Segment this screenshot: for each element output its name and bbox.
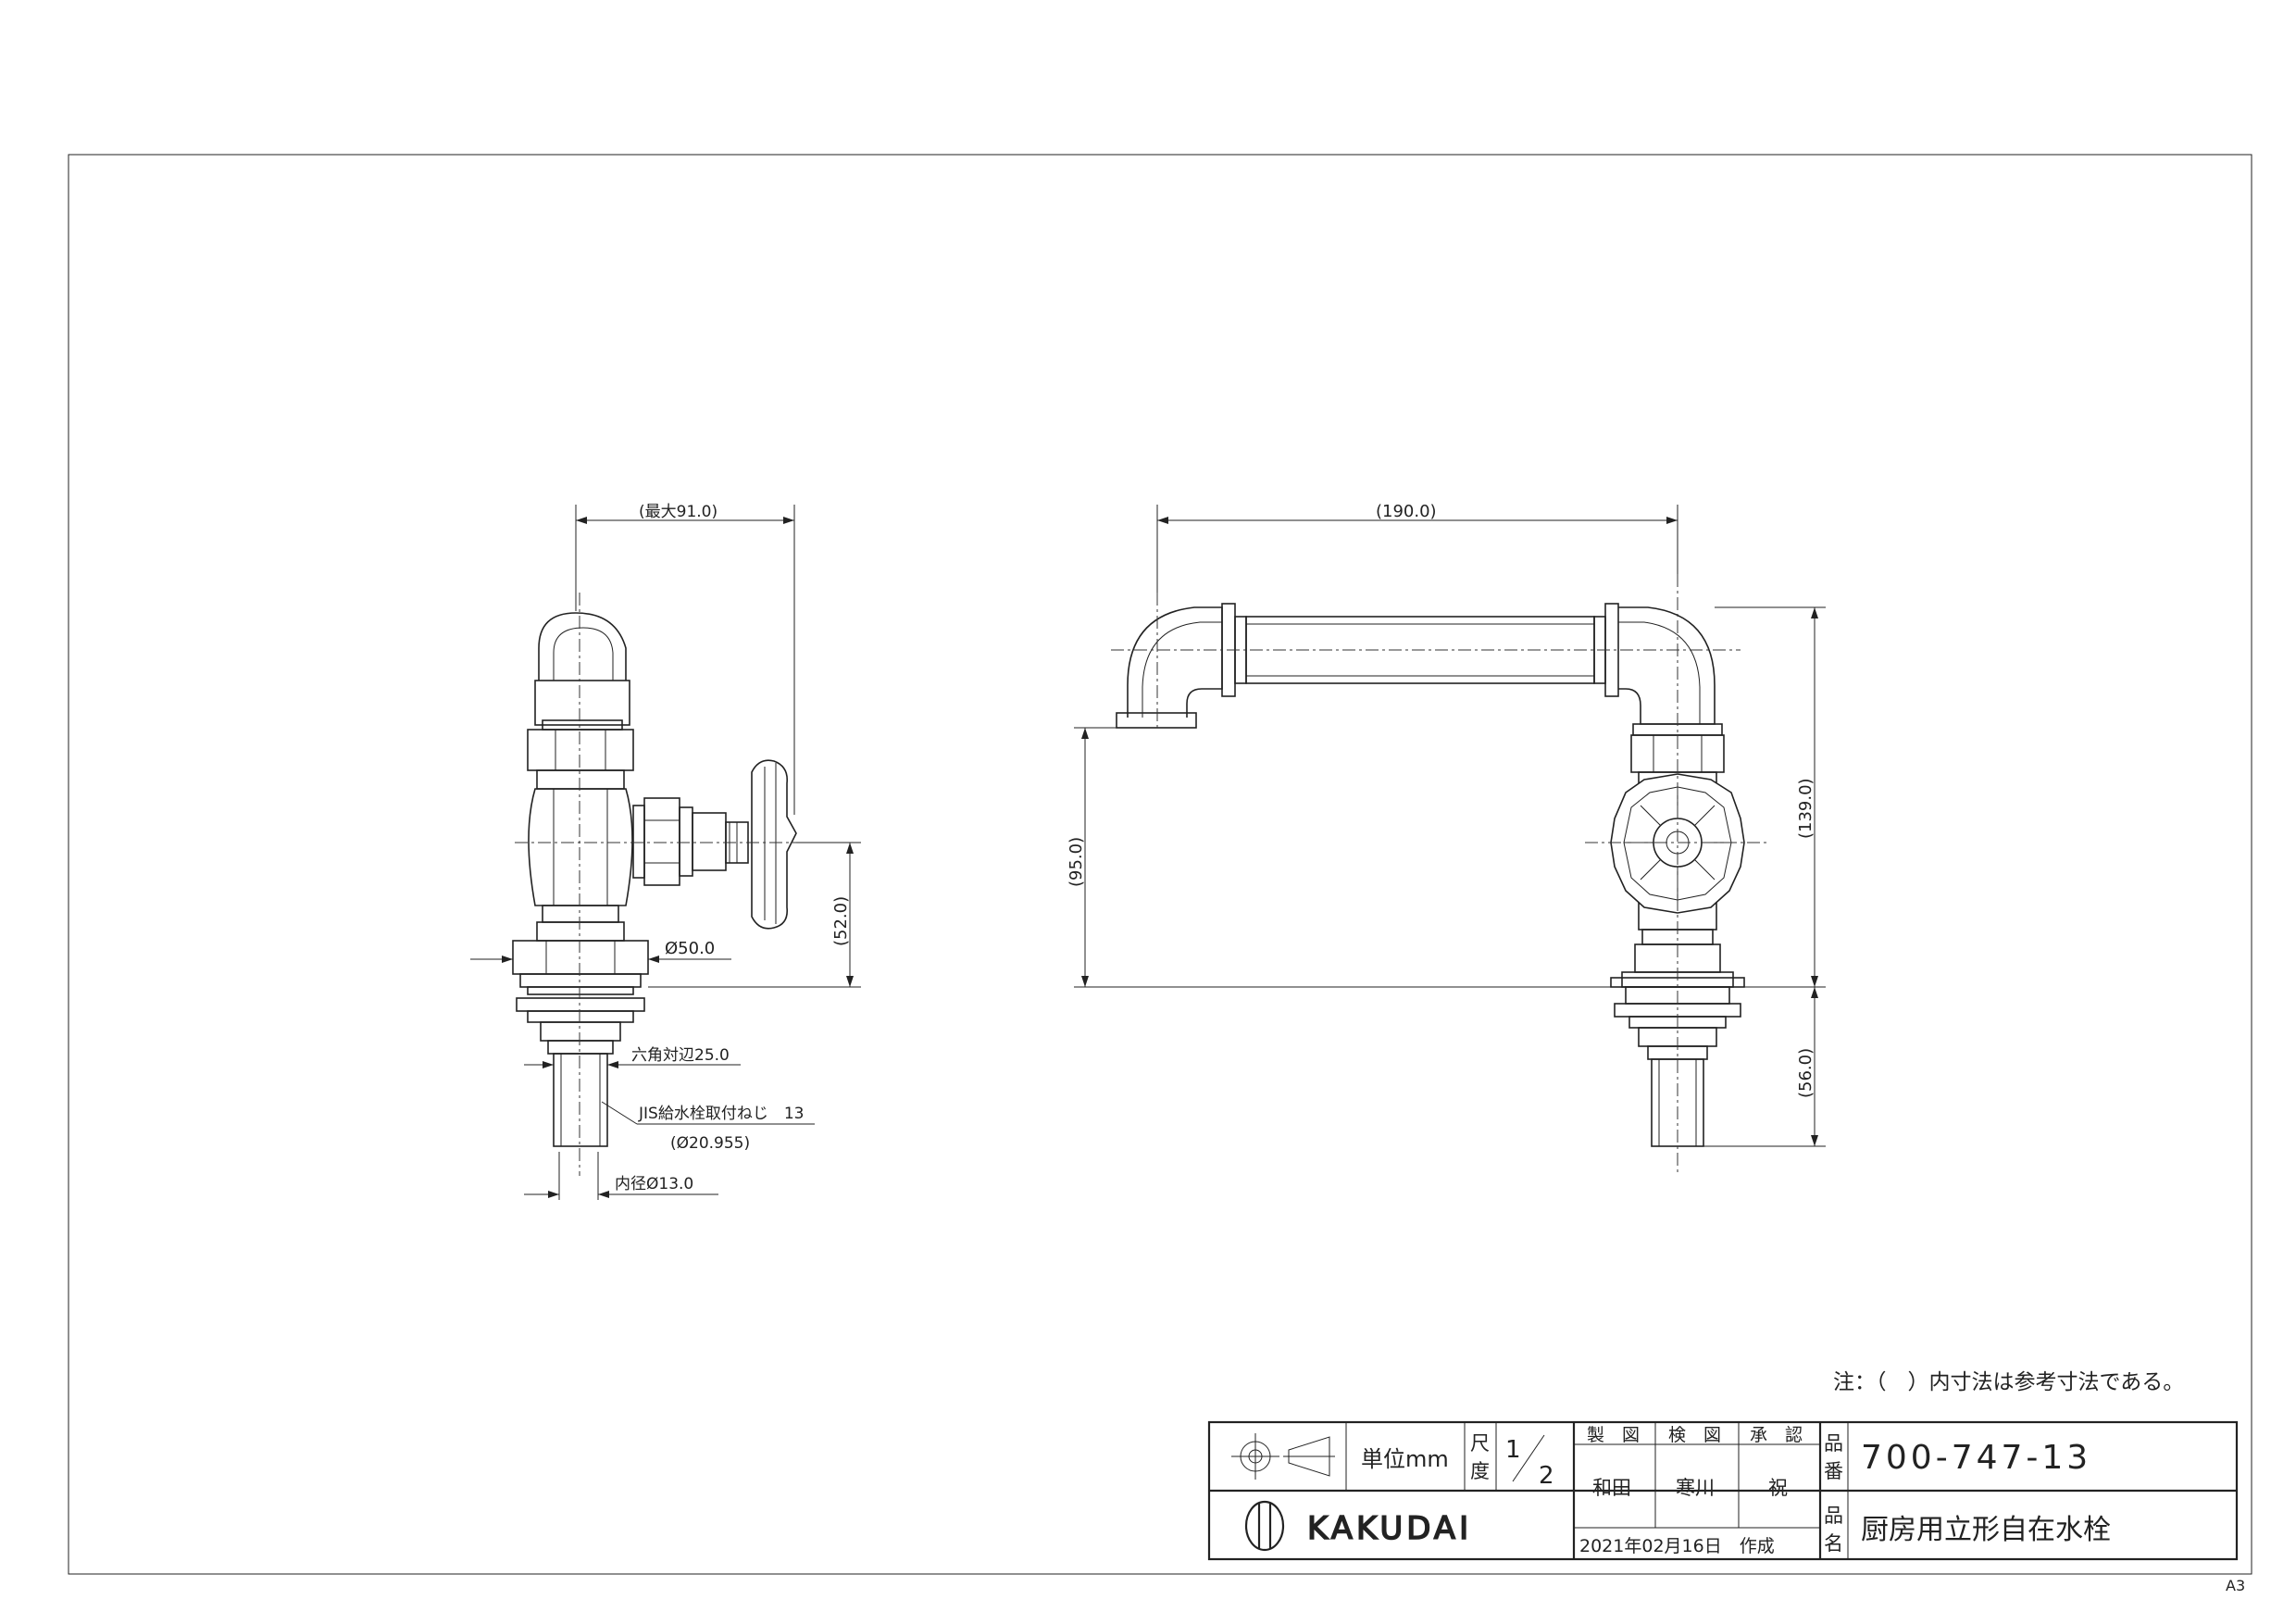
dim-thread: JIS給水栓取付ねじ 13 bbox=[638, 1105, 804, 1123]
scale-label-2: 度 bbox=[1470, 1460, 1490, 1482]
part-name: 厨房用立形自在水栓 bbox=[1861, 1514, 2111, 1546]
dim-thread-dia: (Ø20.955) bbox=[670, 1134, 750, 1153]
sheet-size-label: A3 bbox=[2226, 1577, 2245, 1594]
dim-flange-dia: Ø50.0 bbox=[665, 939, 715, 958]
dim-handle-height: (52.0) bbox=[831, 896, 851, 946]
drawing-date: 2021年02月16日 作成 bbox=[1579, 1536, 1775, 1556]
role-drafter: 製 図 bbox=[1587, 1425, 1640, 1445]
name-approver: 祝 bbox=[1768, 1477, 1788, 1499]
dim-total-height: (139.0) bbox=[1796, 778, 1816, 839]
scale-slash bbox=[1512, 1434, 1545, 1482]
front-view: (190.0) (95.0) (139.0) (56.0) bbox=[1067, 502, 1826, 1176]
part-name-label-1: 品 bbox=[1824, 1505, 1843, 1527]
dim-hex-size: 六角対辺25.0 bbox=[631, 1046, 730, 1065]
dim-shank-length: (56.0) bbox=[1796, 1048, 1816, 1098]
role-checker: 検 図 bbox=[1668, 1425, 1721, 1445]
side-view: (最大91.0) (52.0) Ø50.0 六角対辺25.0 JIS給水栓取付ね… bbox=[470, 503, 861, 1200]
kakudai-logo: KAKUDAI bbox=[1244, 1500, 1472, 1552]
dim-inner-dia: 内径Ø13.0 bbox=[615, 1175, 693, 1193]
dim-max-width: (最大91.0) bbox=[639, 503, 718, 521]
title-block: 単位mm 尺 度 1 2 製 図 検 図 承 認 和田 寒川 祝 2021年02… bbox=[1207, 1420, 2239, 1561]
part-name-label-2: 名 bbox=[1824, 1532, 1843, 1555]
role-approver: 承 認 bbox=[1750, 1425, 1803, 1445]
drawing-border bbox=[68, 154, 2252, 1575]
scale-label-1: 尺 bbox=[1470, 1432, 1490, 1455]
dim-spout-height: (95.0) bbox=[1067, 837, 1086, 887]
name-drafter: 和田 bbox=[1592, 1477, 1631, 1499]
reference-note: 注：（ ）内寸法は参考寸法である。 bbox=[1833, 1370, 2184, 1394]
scale-denominator: 2 bbox=[1539, 1462, 1554, 1490]
name-checker: 寒川 bbox=[1676, 1477, 1715, 1499]
unit-label: 単位mm bbox=[1361, 1446, 1449, 1472]
part-no-label-1: 品 bbox=[1824, 1432, 1843, 1455]
part-number: 700-747-13 bbox=[1861, 1439, 2091, 1477]
svg-text:KAKUDAI: KAKUDAI bbox=[1307, 1510, 1472, 1547]
scale-numerator: 1 bbox=[1505, 1436, 1521, 1464]
part-no-label-2: 番 bbox=[1824, 1460, 1843, 1482]
dim-spout-length: (190.0) bbox=[1376, 502, 1437, 521]
projection-symbol-icon bbox=[1231, 1433, 1335, 1480]
